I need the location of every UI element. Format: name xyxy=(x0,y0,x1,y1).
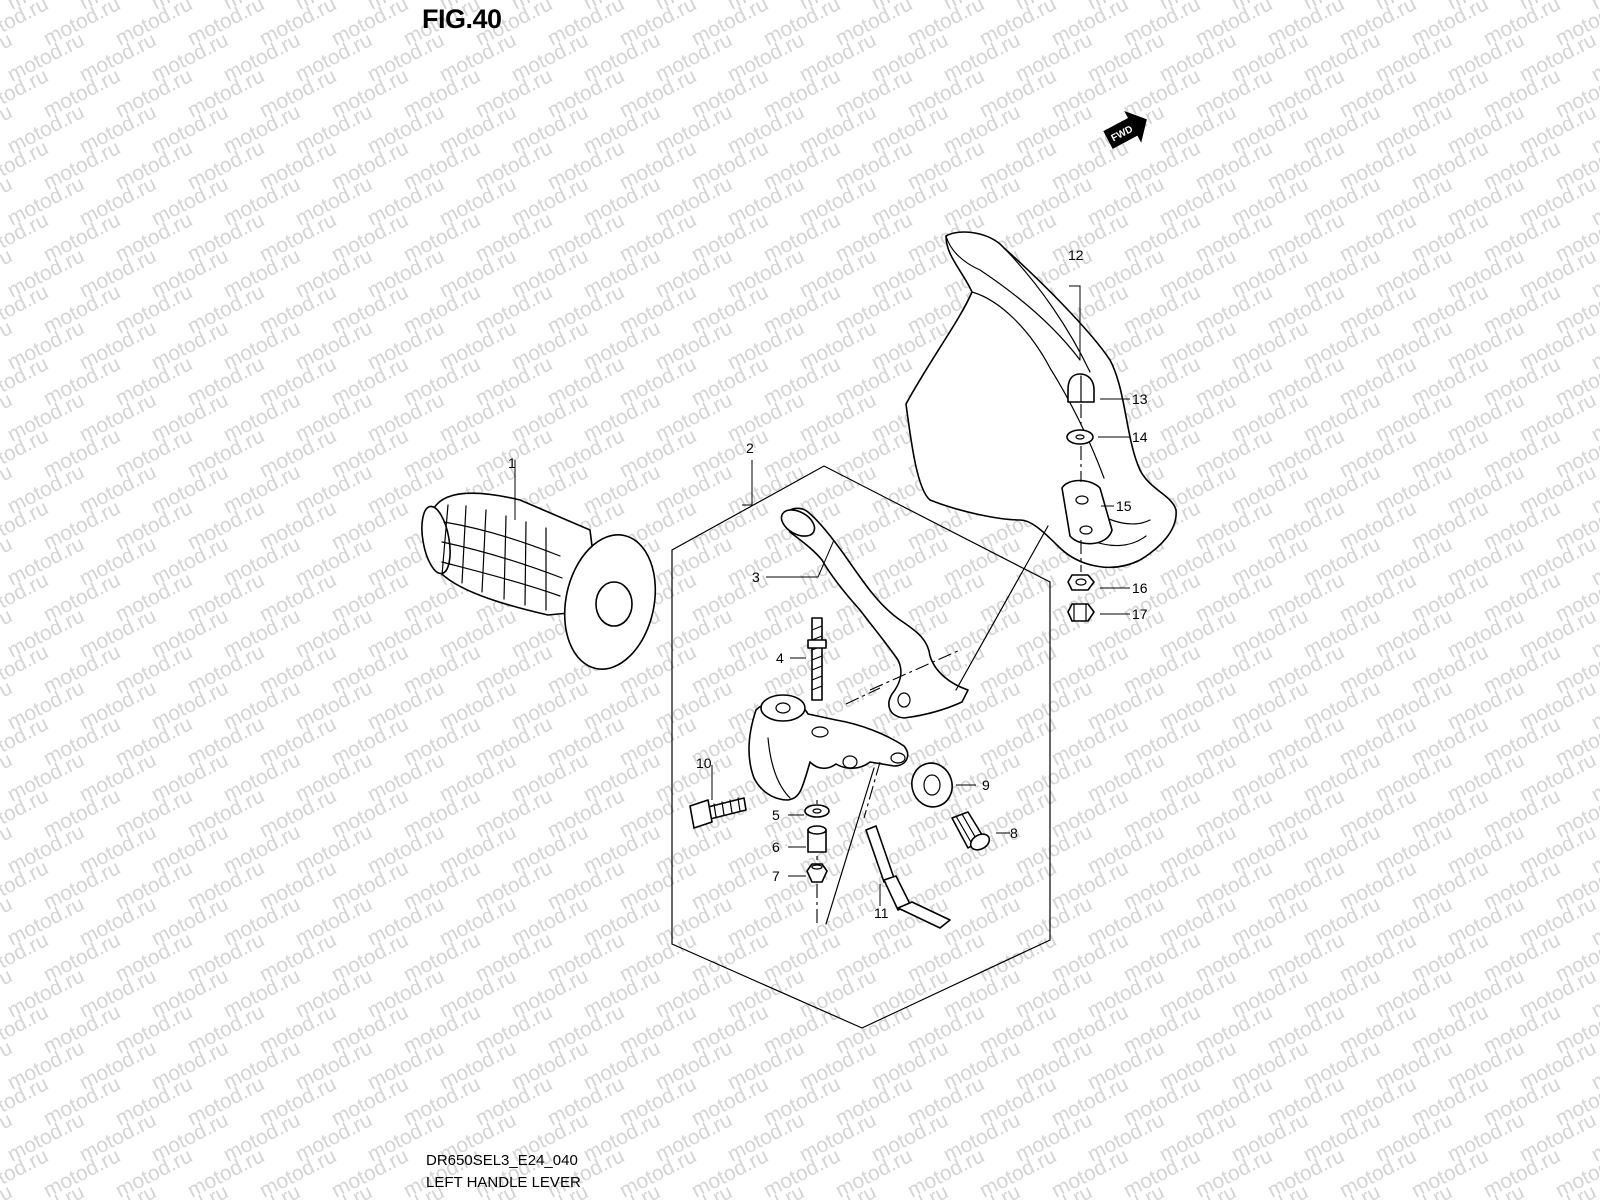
part-14-washer xyxy=(1066,429,1094,445)
callout-9: 9 xyxy=(982,777,990,793)
callout-2: 2 xyxy=(746,440,754,456)
callout-7: 7 xyxy=(772,868,780,884)
callout-5: 5 xyxy=(772,807,780,823)
part-13-cap-nut xyxy=(1067,373,1095,403)
part-16-nut xyxy=(1067,574,1095,591)
callout-17: 17 xyxy=(1132,606,1148,622)
callout-4: 4 xyxy=(776,650,784,666)
callout-15: 15 xyxy=(1116,498,1132,514)
callout-14: 14 xyxy=(1132,429,1148,445)
part-6-collar xyxy=(807,825,827,853)
callout-11: 11 xyxy=(874,905,889,921)
callout-12: 12 xyxy=(1068,247,1084,263)
part-5-washer xyxy=(804,804,830,818)
diagram-code: DR650SEL3_E24_040 xyxy=(426,1152,578,1169)
callout-10: 10 xyxy=(696,755,712,771)
figure-title: FIG.40 xyxy=(422,4,502,34)
part-17-nut xyxy=(1067,603,1095,622)
callout-8: 8 xyxy=(1010,825,1018,841)
callout-13: 13 xyxy=(1132,391,1148,407)
callout-6: 6 xyxy=(772,839,780,855)
callout-3: 3 xyxy=(752,569,760,585)
diagram-name: LEFT HANDLE LEVER xyxy=(426,1174,581,1191)
callout-16: 16 xyxy=(1132,580,1148,596)
callout-1: 1 xyxy=(508,455,516,471)
part-7-nut xyxy=(806,863,828,883)
